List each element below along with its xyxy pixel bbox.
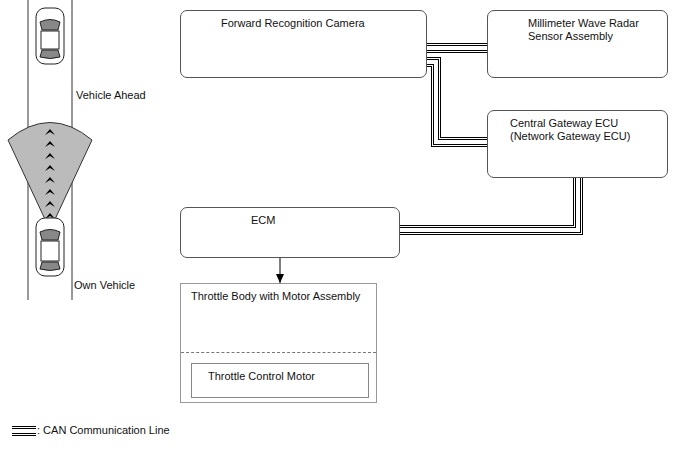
radar-waves xyxy=(45,129,55,219)
legend-sample xyxy=(12,431,36,432)
signal-arrow xyxy=(276,258,284,283)
radar-box: Millimeter Wave Radar Sensor Assembly xyxy=(487,10,668,78)
can-line xyxy=(427,62,487,142)
own-vehicle-car xyxy=(36,218,64,276)
node-text: ECM xyxy=(251,214,393,227)
dashed-divider xyxy=(181,352,376,353)
throttle-body-box: Throttle Body with Motor AssemblyThrottl… xyxy=(180,283,377,403)
node-text: Central Gateway ECU (Network Gateway ECU… xyxy=(510,117,661,143)
can-line xyxy=(400,178,578,230)
camera-box: Forward Recognition Camera xyxy=(180,10,427,78)
vehicle-label: Vehicle Ahead xyxy=(76,89,146,102)
node-text: Millimeter Wave Radar Sensor Assembly xyxy=(528,17,661,43)
node-text: Throttle Body with Motor Assembly xyxy=(191,290,370,303)
vehicle-ahead-car xyxy=(36,8,64,64)
node-text: Throttle Control Motor xyxy=(208,370,362,383)
can-line xyxy=(427,48,487,49)
gateway-box: Central Gateway ECU (Network Gateway ECU… xyxy=(487,110,668,178)
legend-text: : CAN Communication Line xyxy=(37,424,170,437)
radar-sector xyxy=(8,123,92,231)
ecm-box: ECM xyxy=(180,207,400,258)
vehicle-label: Own Vehicle xyxy=(74,279,135,292)
node-text: Forward Recognition Camera xyxy=(221,17,420,30)
motor-box: Throttle Control Motor xyxy=(191,363,369,398)
